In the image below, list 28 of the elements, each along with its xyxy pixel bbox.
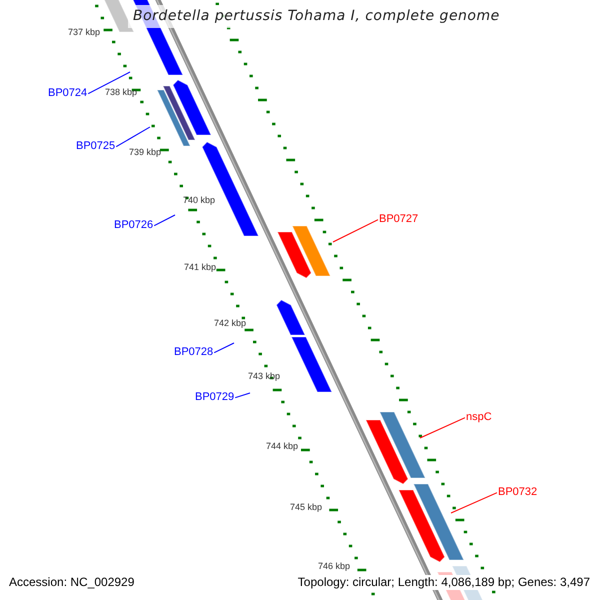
scale-label: 745 kbp	[290, 502, 322, 513]
leader-line	[332, 219, 378, 242]
scale-label: 744 kbp	[266, 441, 298, 452]
scale-label: 746 kbp	[318, 561, 350, 572]
leader-line	[154, 214, 176, 226]
leader-line	[88, 72, 130, 94]
gene-label: BP0728	[174, 345, 214, 359]
gene-label: BP0732	[498, 485, 538, 499]
leader-line	[116, 126, 150, 148]
leader-line	[214, 342, 234, 354]
scale-label: 742 kbp	[214, 318, 246, 329]
leader-line	[450, 492, 498, 514]
gene-label: BP0724	[48, 86, 88, 100]
gene-label: BP0727	[379, 212, 418, 226]
scale-label: 741 kbp	[184, 262, 216, 273]
scale-label: 743 kbp	[248, 371, 280, 382]
gene-label: nspC	[466, 410, 492, 424]
scale-label: 740 kbp	[183, 195, 216, 206]
leader-line	[234, 392, 250, 398]
gene-label: BP0729	[195, 390, 234, 404]
scale-label: 738 kbp	[105, 87, 138, 98]
genome-info: Topology: circular; Length: 4,086,189 bp; Genes: 3,497	[298, 575, 590, 590]
leader-line	[420, 417, 466, 438]
gene-label: BP0726	[114, 218, 154, 232]
gene-label: BP0725	[76, 139, 116, 153]
accession-label: Accession: NC_002929	[9, 575, 134, 590]
scale-label: 737 kbp	[68, 27, 100, 38]
scale-label: 739 kbp	[129, 147, 162, 158]
